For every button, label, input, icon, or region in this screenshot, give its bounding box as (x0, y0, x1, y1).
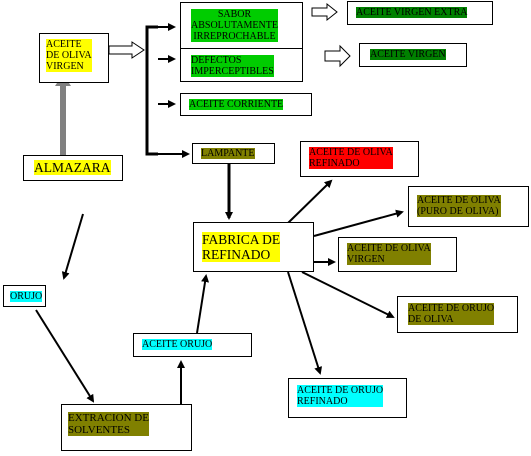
arrow-to-orujo-oliva (301, 271, 395, 318)
puro-label: ACEITE DE OLIVA (PURO DE OLIVA) (417, 195, 501, 217)
corriente-box: ACEITE CORRIENTE (180, 93, 312, 116)
extracion-box: EXTRACION DE SOLVENTES (61, 404, 192, 451)
fabrica-box: FABRICA DE REFINADO (193, 222, 314, 272)
virgen-extra-box: ACEITE VIRGEN EXTRA (347, 1, 493, 25)
orujo-refinado-label: ACEITE DE ORUJO REFINADO (297, 385, 384, 407)
hollow-arrow-to-virgen (324, 44, 351, 68)
almazara-box: ALMAZARA (23, 155, 123, 181)
refinado-box: ACEITE DE OLIVA REFINADO (300, 141, 419, 177)
oliva-virgen-label: ACEITE DE OLIVA VIRGEN (347, 243, 431, 265)
hollow-arrow-to-virgen-extra (311, 2, 338, 22)
aceite-virgen-source-label: ACEITE DE OLIVA VIRGEN (46, 39, 92, 72)
orujo-oliva-box: ACEITE DE ORUJO DE OLIVA (397, 296, 518, 333)
oliva-virgen-box: ACEITE DE OLIVA VIRGEN (338, 237, 457, 272)
almazara-label: ALMAZARA (34, 160, 111, 175)
aceite-virgen-source-box: ACEITE DE OLIVA VIRGEN (39, 33, 109, 83)
orujo-label: ORUJO (10, 291, 43, 302)
arrow-to-orujo (61, 213, 84, 280)
aceite-orujo-box: ACEITE ORUJO (133, 333, 252, 357)
fabrica-label: FABRICA DE REFINADO (202, 232, 281, 262)
corriente-label: ACEITE CORRIENTE (189, 99, 284, 110)
arrow-to-refinado (287, 179, 333, 224)
virgen-extra-label: ACEITE VIRGEN EXTRA (356, 7, 468, 18)
lampante-label: LAMPANTE (201, 148, 255, 159)
classification-bracket (145, 25, 158, 156)
arrow-aceite-orujo-to-fabrica (196, 274, 210, 334)
extracion-label: EXTRACION DE SOLVENTES (68, 412, 149, 436)
arrow-to-puro (313, 209, 404, 237)
lampante-box: LAMPANTE (192, 143, 275, 164)
arrow-orujo-to-extracion (35, 309, 95, 403)
arrow-to-orujo-refinado (287, 271, 323, 375)
virgen-box: ACEITE VIRGEN (359, 43, 467, 67)
puro-box: ACEITE DE OLIVA (PURO DE OLIVA) (408, 186, 529, 227)
orujo-box: ORUJO (3, 285, 46, 307)
sabor-box: SABOR ABSOLUTAMENTE IRREPROCHABLE DEFECT… (180, 2, 303, 82)
aceite-orujo-label: ACEITE ORUJO (142, 339, 213, 350)
defectos-label: DEFECTOS IMPERCEPTIBLES (191, 55, 274, 77)
orujo-refinado-box: ACEITE DE ORUJO REFINADO (288, 378, 407, 418)
arrow-almazara-to-aceite-virgen (55, 74, 71, 156)
refinado-label: ACEITE DE OLIVA REFINADO (309, 147, 393, 169)
virgen-label: ACEITE VIRGEN (370, 49, 446, 60)
sabor-label: SABOR ABSOLUTAMENTE IRREPROCHABLE (191, 9, 278, 42)
orujo-oliva-label: ACEITE DE ORUJO DE OLIVA (408, 303, 495, 325)
hollow-arrow-to-bracket (108, 41, 145, 59)
